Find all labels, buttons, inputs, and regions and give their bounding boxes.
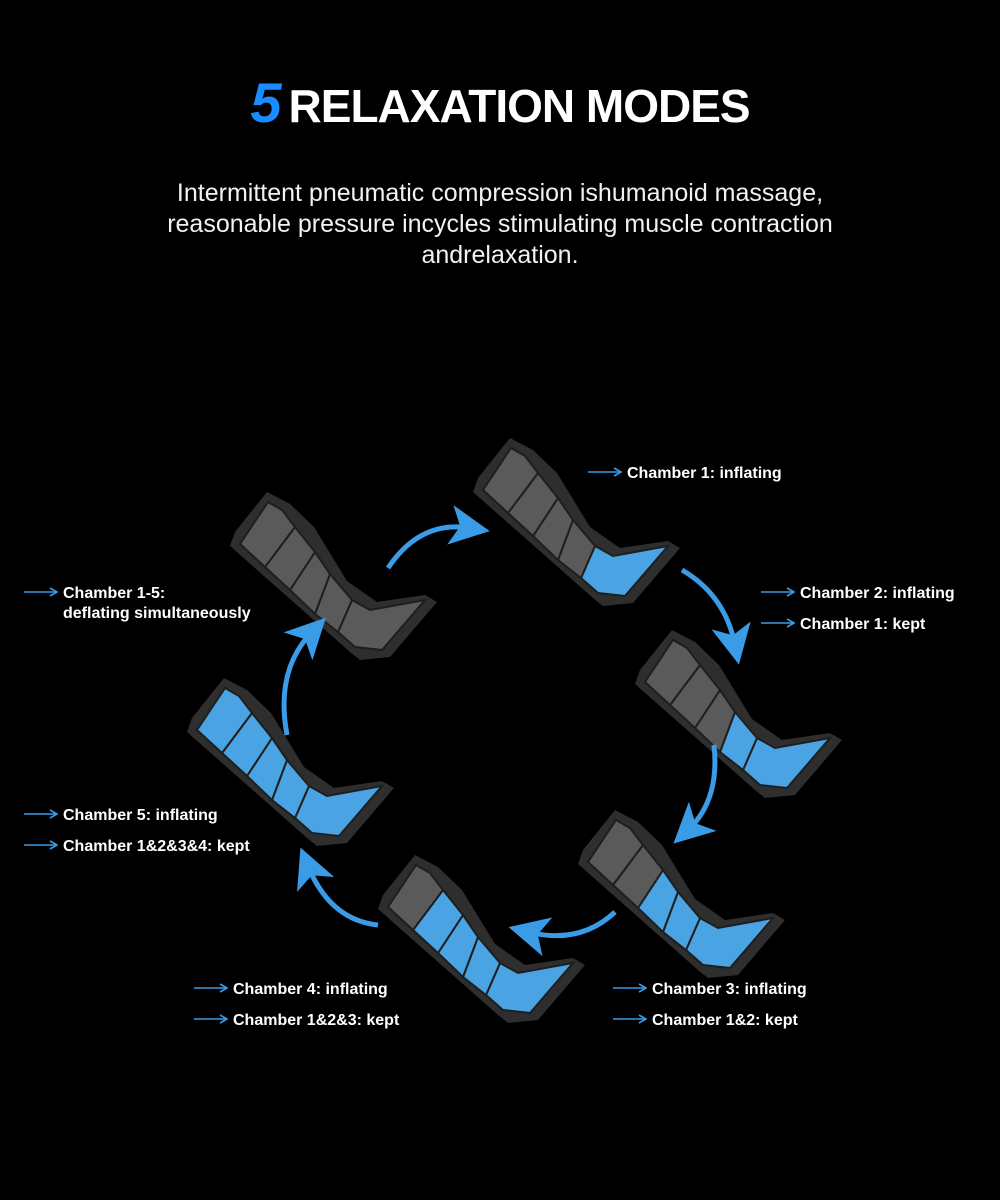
label-text: Chamber 3: inflating — [652, 981, 807, 998]
mode-4-label: Chamber 4: inflating Chamber 1&2&3: kept — [194, 980, 399, 1030]
chamber-5 — [195, 686, 254, 755]
cycle-arrow-icon — [508, 910, 617, 957]
mode-1-label: Chamber 1: inflating — [588, 464, 782, 483]
arrow-right-icon — [24, 840, 58, 850]
arrow-right-icon — [194, 1014, 228, 1024]
cycle-arrows — [281, 505, 751, 957]
label-text: Chamber 2: inflating — [800, 585, 955, 602]
arrow-right-icon — [613, 1014, 647, 1024]
label-text: Chamber 1-5: — [63, 585, 166, 602]
label-text: deflating simultaneously — [63, 605, 251, 622]
subtitle-line: andrelaxation. — [421, 241, 579, 269]
label-text: Chamber 1&2&3: kept — [233, 1012, 400, 1029]
leg-compression-boot-1 — [473, 438, 680, 606]
subtitle: Intermittent pneumatic compression ishum… — [100, 178, 900, 271]
arrow-right-icon — [24, 587, 58, 597]
cycle-arrow-icon — [385, 505, 490, 570]
mode-6-label: Chamber 1-5: deflating simultaneously — [24, 584, 251, 623]
mode-2-label: Chamber 2: inflating Chamber 1: kept — [761, 584, 955, 634]
arrow-right-icon — [761, 587, 795, 597]
subtitle-line: reasonable pressure incycles stimulating… — [167, 210, 833, 238]
title-text: RELAXATION MODES — [288, 80, 751, 132]
chamber-5 — [238, 500, 297, 569]
arrow-right-icon — [24, 809, 58, 819]
label-text: Chamber 1&2&3&4: kept — [63, 838, 250, 855]
label-text: Chamber 1: inflating — [627, 465, 782, 482]
title-number: 5 — [250, 71, 281, 134]
subtitle-line: Intermittent pneumatic compression ishum… — [176, 179, 824, 207]
mode-3-label: Chamber 3: inflating Chamber 1&2: kept — [613, 980, 807, 1030]
label-text: Chamber 1: kept — [800, 616, 926, 633]
leg-compression-boot-5 — [187, 678, 394, 846]
cycle-arrow-icon — [673, 744, 718, 844]
leg-compression-boot-2 — [635, 630, 842, 798]
chamber-5 — [586, 818, 645, 887]
cycle-arrow-icon — [297, 847, 379, 928]
chamber-5 — [643, 638, 702, 707]
leg-compression-boot-4 — [378, 855, 585, 1023]
arrow-right-icon — [588, 467, 622, 477]
arrow-right-icon — [613, 983, 647, 993]
label-text: Chamber 1&2: kept — [652, 1012, 798, 1029]
label-text: Chamber 5: inflating — [63, 807, 218, 824]
label-text: Chamber 4: inflating — [233, 981, 388, 998]
chamber-5 — [481, 446, 540, 515]
cycle-arrow-icon — [680, 567, 751, 665]
leg-compression-boot-6 — [230, 492, 437, 660]
leg-compression-boot-3 — [578, 810, 785, 978]
mode-5-label: Chamber 5: inflating Chamber 1&2&3&4: ke… — [24, 806, 250, 856]
arrow-right-icon — [761, 618, 795, 628]
cycle-arrow-icon — [281, 617, 326, 736]
chamber-5 — [386, 863, 445, 932]
arrow-right-icon — [194, 983, 228, 993]
